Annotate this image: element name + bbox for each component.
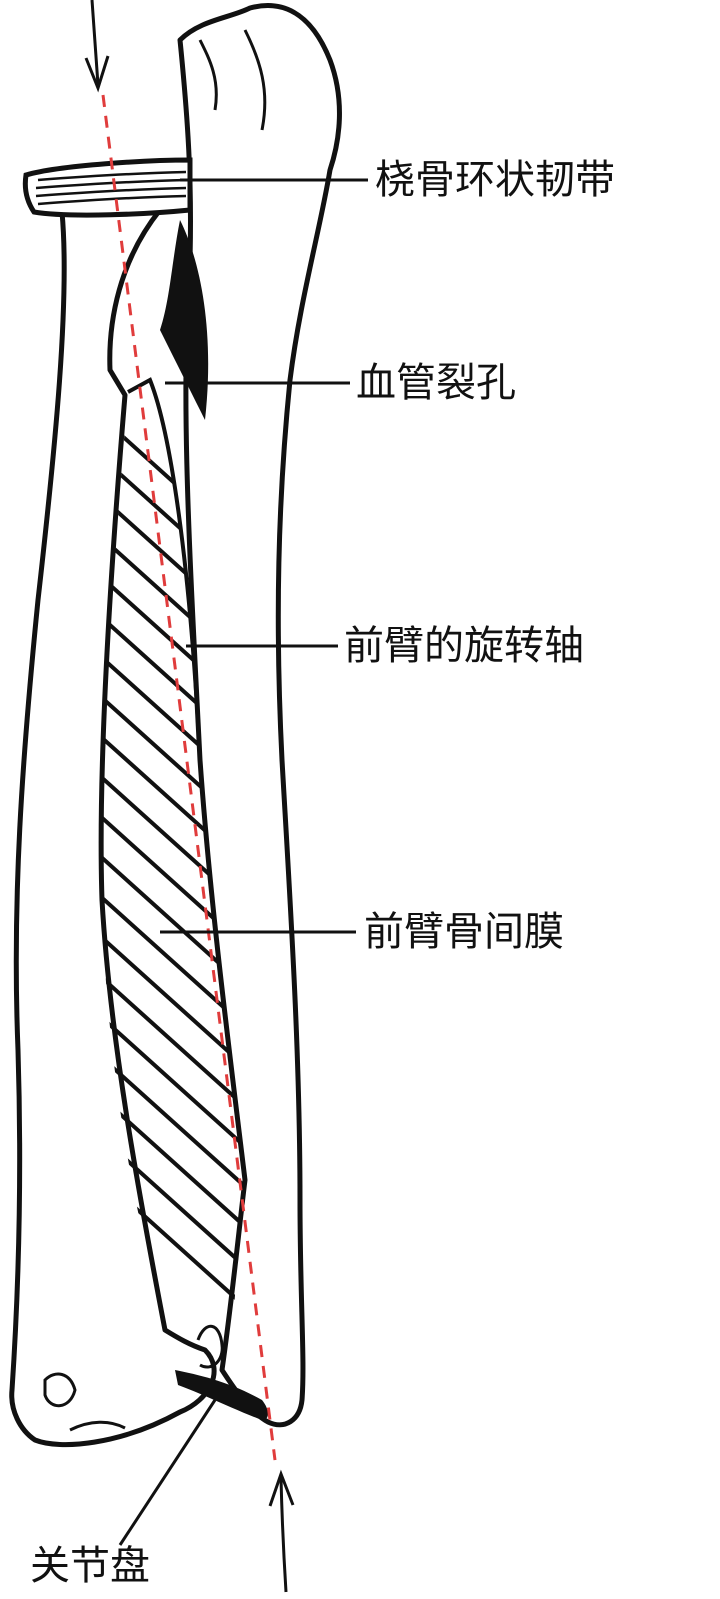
- label-interosseous-membrane: 前臂骨间膜: [364, 909, 564, 955]
- ulna-bone: [177, 3, 342, 1428]
- leader-lines: [118, 178, 368, 1546]
- leader-articular-disc: [118, 1399, 217, 1546]
- membrane-outline: [127, 377, 247, 1181]
- top-arrow: [84, 0, 110, 93]
- ulna-styloid: [196, 1324, 224, 1369]
- distal-radius-detail: [43, 1372, 126, 1432]
- label-articular-disc: 关节盘: [30, 1543, 150, 1589]
- articular-disc-shape: [175, 1370, 268, 1420]
- label-annular-ligament: 桡骨环状韧带: [375, 157, 615, 203]
- radius-bone: [9, 207, 217, 1448]
- olecranon-detail: [198, 29, 267, 131]
- label-rotation-axis: 前臂的旋转轴: [344, 623, 584, 669]
- label-vascular-hiatus: 血管裂孔: [356, 360, 516, 406]
- bottom-arrow: [268, 1469, 295, 1593]
- hiatus-shading: [160, 220, 209, 420]
